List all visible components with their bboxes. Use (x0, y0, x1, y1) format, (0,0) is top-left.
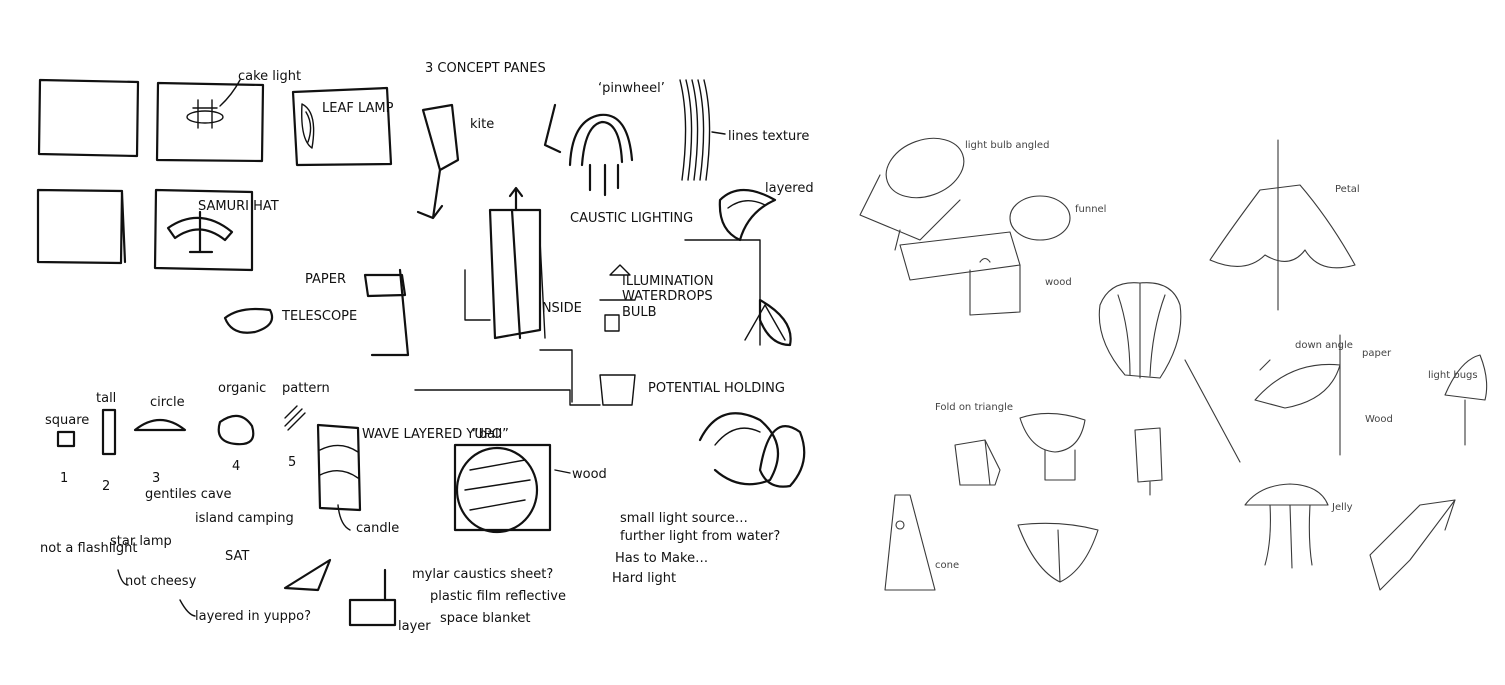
kite-sketch: kite (416, 103, 494, 220)
shape-number-3: 3 (152, 471, 160, 486)
angled-bulb-sketch: light bulb angled (859, 137, 1049, 251)
label-ball: “ball” (472, 427, 509, 442)
label-potential-holding: POTENTIAL HOLDING (648, 381, 785, 396)
petal-lamp-sketch: Petal (1209, 139, 1360, 311)
note-star-lamp: star lamp (110, 534, 172, 549)
label-funnel: funnel (1075, 204, 1106, 215)
funnel-sketch: funnel wood (899, 195, 1106, 316)
note-layer: layer (398, 619, 431, 634)
bowl-sketch (1019, 412, 1086, 481)
note-gentiles-cave: gentiles cave (145, 487, 232, 502)
shape-number-2: 2 (102, 479, 110, 494)
shape-number-4: 4 (232, 459, 240, 474)
label-inside: INSIDE (538, 301, 582, 316)
jelly-lamp-sketch: Jelly (1244, 483, 1353, 569)
label-circle: circle (150, 395, 185, 410)
label-illumination: ILLUMINATION (622, 274, 714, 289)
note-island-camping: island camping (195, 511, 294, 526)
label-fold-on-triangle: Fold on triangle (935, 402, 1013, 413)
note-not-cheesy: not cheesy (125, 574, 197, 589)
label-light-bulb-angled: light bulb angled (965, 140, 1049, 151)
label-concept-panes: 3 CONCEPT PANES (425, 61, 546, 76)
layered-sketch: layered (718, 181, 814, 242)
idea-notes: gentiles cave island camping SAT not a f… (40, 487, 780, 634)
label-bulb: BULB (622, 305, 657, 320)
label-organic: organic (218, 381, 266, 396)
label-square: square (45, 413, 89, 428)
label-down-angle: down angle (1295, 340, 1353, 351)
light-bugs-sketch: light bugs (1428, 354, 1488, 446)
label-lines-texture: lines texture (728, 129, 809, 144)
shape-exploration: square tall circle organic pattern 1 2 3… (45, 381, 330, 494)
note-sat: SAT (225, 549, 249, 564)
note-layered-in-yuppo: layered in yuppo? (195, 609, 311, 624)
left-sketch-sheet: cake light LEAF LAMP SAMURI HAT 3 CONCEP… (36, 61, 814, 634)
label-wood-2: Wood (1365, 414, 1393, 425)
label-leaf-lamp: LEAF LAMP (322, 101, 394, 116)
label-pinwheel: ‘pinwheel’ (598, 81, 665, 96)
label-wood: wood (1045, 277, 1072, 288)
lines-texture-sketch: lines texture (679, 79, 809, 181)
label-candle: candle (356, 521, 399, 536)
label-layered: layered (765, 181, 814, 196)
cone-sketch: cone (884, 494, 959, 591)
note-further-light: further light from water? (620, 529, 780, 544)
cake-light-sketch: cake light (186, 69, 301, 129)
shape-number-1: 1 (60, 471, 68, 486)
label-kite: kite (470, 117, 494, 132)
tall-lamp-sketch: INSIDE (488, 186, 582, 340)
note-hard-light: Hard light (612, 571, 676, 586)
label-light-bugs: light bugs (1428, 370, 1478, 381)
pinwheel-sketch: ‘pinwheel’ (543, 81, 665, 197)
tall-box-sketch (1134, 427, 1163, 496)
label-samuri-hat: SAMURI HAT (198, 199, 279, 214)
samuri-hat-sketch: SAMURI HAT (166, 199, 279, 254)
label-petal: Petal (1335, 184, 1360, 195)
label-jelly: Jelly (1331, 502, 1353, 513)
label-wave-layered-yupo: WAVE LAYERED YUPO (362, 427, 502, 442)
note-has-to-make: Has to Make… (615, 551, 708, 566)
note-plastic-film: plastic film reflective (430, 589, 566, 604)
shape-number-5: 5 (288, 455, 296, 470)
label-waterdrops: WATERDROPS (622, 289, 713, 304)
label-paper: paper (1362, 348, 1392, 359)
paper-telescope-sketch: PAPER TELESCOPE (223, 268, 410, 357)
fold-triangle-sketch: Fold on triangle (935, 402, 1013, 486)
ball-lamp-sketch: “ball” wood (453, 427, 607, 534)
label-cone: cone (935, 560, 959, 571)
label-tall: tall (96, 391, 116, 406)
label-paper: PAPER (305, 272, 346, 287)
label-telescope: TELESCOPE (281, 309, 357, 324)
bulb-shape-sketch (1098, 282, 1241, 463)
note-mylar-caustics: mylar caustics sheet? (412, 567, 553, 582)
folded-paper-sketch (1369, 499, 1456, 591)
right-sketch-sheet: light bulb angled funnel wood Petal (859, 137, 1488, 591)
wide-bowl-sketch (1017, 522, 1099, 583)
label-cake-light: cake light (238, 69, 301, 84)
label-wood: wood (572, 467, 607, 482)
leaf-lamp-sketch: LEAF LAMP (301, 101, 394, 149)
bulb-diagram-sketch: ILLUMINATION WATERDROPS BULB POTENTIAL H… (599, 264, 785, 406)
note-small-light-source: small light source… (620, 511, 748, 526)
down-angle-sketch: down angle paper Wood (1254, 334, 1393, 456)
organic-swirl-sketch (698, 412, 806, 488)
storyboard-frames (36, 78, 393, 272)
label-pattern: pattern (282, 381, 330, 396)
wave-yupo-sketch: WAVE LAYERED YUPO candle (316, 423, 502, 536)
note-space-blanket: space blanket (440, 611, 531, 626)
layout-connectors (414, 239, 792, 406)
note-not-a-flashlight: not a flashlight (40, 541, 138, 556)
label-caustic-lighting: CAUSTIC LIGHTING (570, 211, 693, 226)
